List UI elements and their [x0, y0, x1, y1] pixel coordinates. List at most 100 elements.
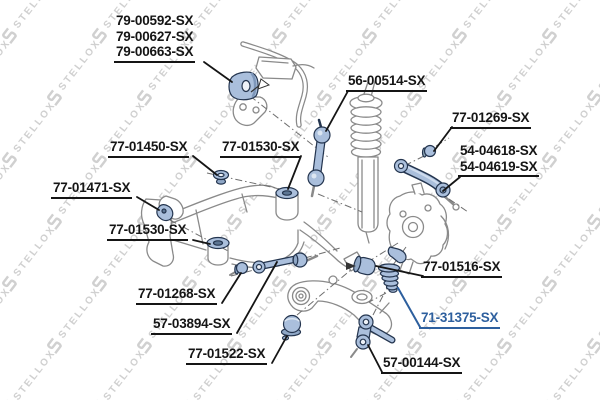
part-toe-link-57-00144 — [355, 314, 396, 350]
stellox-logo-icon — [182, 27, 197, 44]
watermark-unit: STELLOX — [179, 222, 240, 294]
part-subframe-bushing-77-01530-left — [206, 236, 230, 250]
part-number: 77-01516-SX — [423, 259, 501, 274]
part-label-57-00144-sx[interactable]: 57-00144-SX — [381, 355, 463, 374]
watermark-unit: STELLOX — [494, 284, 555, 356]
part-number: 77-01471-SX — [53, 180, 131, 195]
stellox-logo-icon — [497, 337, 512, 354]
stellox-logo-icon — [137, 89, 152, 106]
stellox-logo-icon — [272, 275, 287, 292]
part-label-79-00592-sx[interactable]: 79-00592-SX 79-00627-SX 79-00663-SX — [114, 13, 196, 63]
part-number: 77-01530-SX — [109, 222, 187, 237]
part-number: 54-04618-SX — [460, 143, 538, 158]
watermark-unit: STELLOX — [0, 222, 60, 294]
stellox-logo-icon — [362, 275, 377, 292]
stellox-logo-icon — [407, 89, 422, 106]
part-number: 77-01268-SX — [138, 286, 216, 301]
watermark-unit: STELLOX — [224, 284, 285, 356]
watermark-unit: STELLOX — [89, 222, 150, 294]
part-label-77-01450-sx[interactable]: 77-01450-SX — [108, 139, 190, 158]
watermark-unit: STELLOX — [449, 98, 510, 170]
watermark-unit: STELLOX — [449, 222, 510, 294]
stellox-logo-icon — [407, 337, 422, 354]
watermark-unit: STELLOX — [134, 284, 195, 356]
part-number: 77-01450-SX — [110, 139, 188, 154]
stellox-logo-icon — [542, 151, 557, 168]
bushing-direction-arrow-icon — [346, 262, 356, 270]
watermark-unit: STELLOX — [359, 222, 420, 294]
watermark-unit: STELLOX — [494, 36, 555, 108]
part-label-77-01530-sx-upper[interactable]: 77-01530-SX — [220, 139, 302, 158]
stellox-logo-icon — [2, 151, 17, 168]
watermark-unit: STELLOX — [89, 0, 150, 46]
watermark-unit: STELLOX — [449, 0, 510, 46]
part-bushing-77-01522 — [280, 314, 302, 341]
stellox-logo-icon — [182, 275, 197, 292]
part-label-77-01516-sx[interactable]: 77-01516-SX — [421, 259, 503, 278]
part-label-77-01522-sx[interactable]: 77-01522-SX — [186, 346, 268, 365]
watermark-unit: STELLOX — [314, 160, 375, 232]
stellox-logo-icon — [92, 275, 107, 292]
watermark-unit: STELLOX — [404, 284, 465, 356]
part-number: 71-31375-SX — [421, 310, 499, 325]
stellox-logo-icon — [542, 27, 557, 44]
stellox-logo-icon — [92, 151, 107, 168]
stellox-logo-icon — [587, 213, 600, 230]
part-label-54-04618-sx[interactable]: 54-04618-SX 54-04619-SX — [458, 143, 540, 177]
watermark-unit: STELLOX — [404, 36, 465, 108]
watermark-unit: STELLOX — [584, 284, 600, 356]
stellox-logo-icon — [47, 337, 62, 354]
watermark-unit: STELLOX — [179, 0, 240, 46]
mount-direction-arrow-icon — [250, 78, 271, 93]
stellox-logo-icon — [362, 27, 377, 44]
part-stabilizer-bar-bushing — [228, 71, 259, 101]
stellox-logo-icon — [137, 337, 152, 354]
part-number: 77-01522-SX — [188, 346, 266, 361]
watermark-unit: STELLOX — [494, 160, 555, 232]
stellox-logo-icon — [47, 213, 62, 230]
part-number: 79-00627-SX — [116, 28, 194, 44]
part-label-56-00514-sx[interactable]: 56-00514-SX — [346, 73, 428, 92]
stellox-logo-icon — [497, 213, 512, 230]
watermark-unit: STELLOX — [539, 98, 600, 170]
part-number: 57-00144-SX — [383, 355, 461, 370]
stellox-logo-icon — [542, 275, 557, 292]
watermark-unit: STELLOX — [0, 0, 60, 46]
part-number: 79-00663-SX — [116, 44, 194, 59]
stellox-logo-icon — [317, 213, 332, 230]
part-number: 77-01269-SX — [452, 110, 530, 125]
part-number: 79-00592-SX — [116, 13, 194, 28]
part-label-77-01269-sx[interactable]: 77-01269-SX — [450, 110, 532, 129]
watermark-unit: STELLOX — [584, 160, 600, 232]
watermark-unit: STELLOX — [44, 284, 105, 356]
watermark-unit: STELLOX — [359, 0, 420, 46]
stellox-logo-icon — [92, 27, 107, 44]
part-number: 56-00514-SX — [348, 73, 426, 88]
part-label-71-31375-sx-highlighted[interactable]: 71-31375-SX — [419, 310, 501, 329]
stellox-logo-icon — [272, 27, 287, 44]
watermark-unit: STELLOX — [584, 36, 600, 108]
stellox-logo-icon — [587, 337, 600, 354]
stellox-logo-icon — [317, 337, 332, 354]
part-number: 77-01530-SX — [222, 139, 300, 154]
watermark-unit: STELLOX — [134, 36, 195, 108]
part-label-77-01471-sx[interactable]: 77-01471-SX — [51, 180, 133, 199]
watermark-unit: STELLOX — [89, 98, 150, 170]
part-label-77-01530-sx-lower[interactable]: 77-01530-SX — [107, 222, 189, 241]
watermark-unit: STELLOX — [269, 0, 330, 46]
stellox-logo-icon — [47, 89, 62, 106]
stellox-logo-icon — [227, 337, 242, 354]
part-label-57-03894-sx[interactable]: 57-03894-SX — [151, 316, 233, 335]
part-trailing-rod-57-03894 — [252, 252, 308, 274]
part-stabilizer-link — [307, 118, 331, 198]
highlighted-leader-line — [397, 287, 421, 328]
stellox-logo-icon — [272, 151, 287, 168]
part-label-77-01268-sx[interactable]: 77-01268-SX — [136, 286, 218, 305]
stellox-logo-icon — [452, 27, 467, 44]
stellox-logo-icon — [182, 151, 197, 168]
stellox-logo-icon — [452, 151, 467, 168]
watermark-unit: STELLOX — [44, 160, 105, 232]
part-bushing-77-01516 — [353, 255, 376, 276]
